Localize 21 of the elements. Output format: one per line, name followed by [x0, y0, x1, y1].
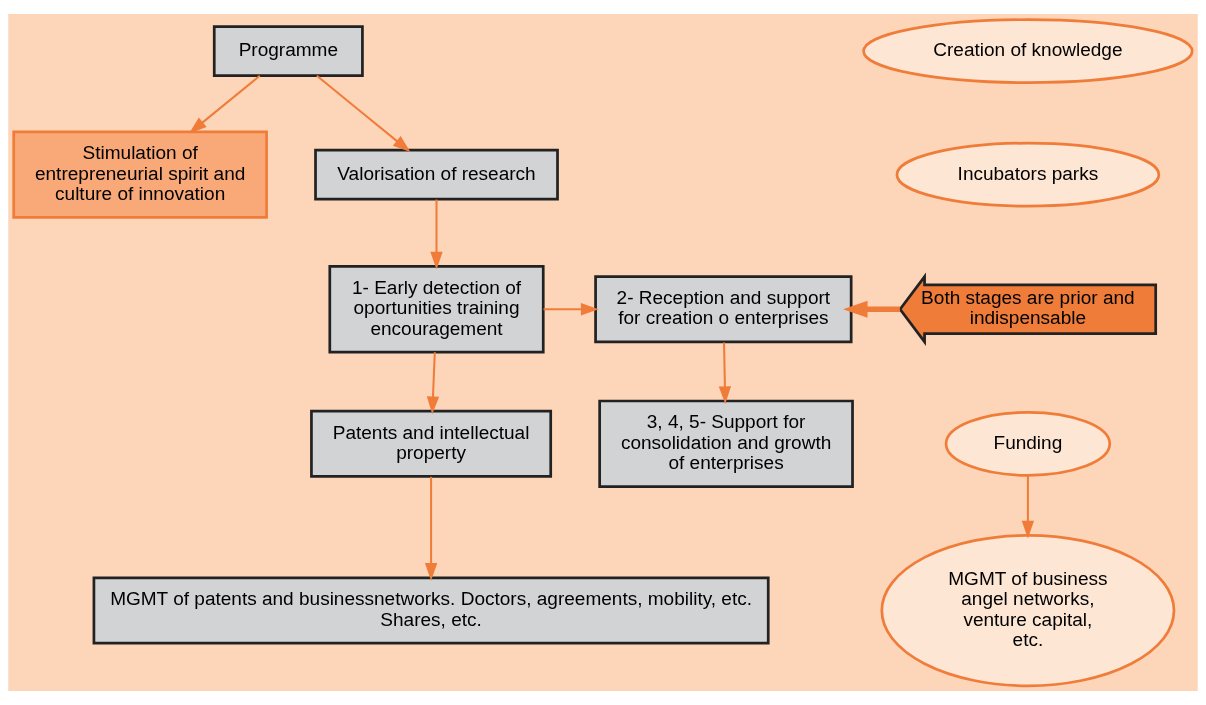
arrow — [543, 303, 599, 316]
node-box: 3, 4, 5- Support for consolidation and growth of enterprises — [598, 399, 854, 488]
node-box: MGMT of patents and businessnetworks. Doctors, agreements, mobility, etc. Shares, etc. — [92, 576, 770, 645]
arrow — [189, 75, 261, 134]
arrow — [426, 352, 440, 415]
node-box: Patents and intellectual property — [310, 409, 553, 478]
node-box: Valorisation of research — [314, 148, 559, 201]
arrow — [718, 342, 732, 404]
arrow — [316, 75, 411, 153]
node-box: Stimulation of entrepreneurial spirit and culture of innovation — [12, 130, 268, 219]
node-ellipse: Incubators parks — [895, 141, 1161, 208]
node-ellipse: Funding — [944, 410, 1112, 477]
node-ellipse: Creation of knowledge — [862, 18, 1194, 85]
node-ellipse: MGMT of business angel networks, venture capital, etc. — [880, 534, 1176, 688]
arrow — [430, 199, 443, 270]
node-box: Programme — [212, 25, 364, 77]
arrow — [843, 300, 900, 318]
node-box: 1- Early detection of oportunities training encouragement — [328, 265, 545, 354]
arrow — [424, 476, 438, 581]
arrow — [1021, 475, 1035, 539]
node-box: 2- Reception and support for creation o enterprises — [594, 275, 853, 344]
